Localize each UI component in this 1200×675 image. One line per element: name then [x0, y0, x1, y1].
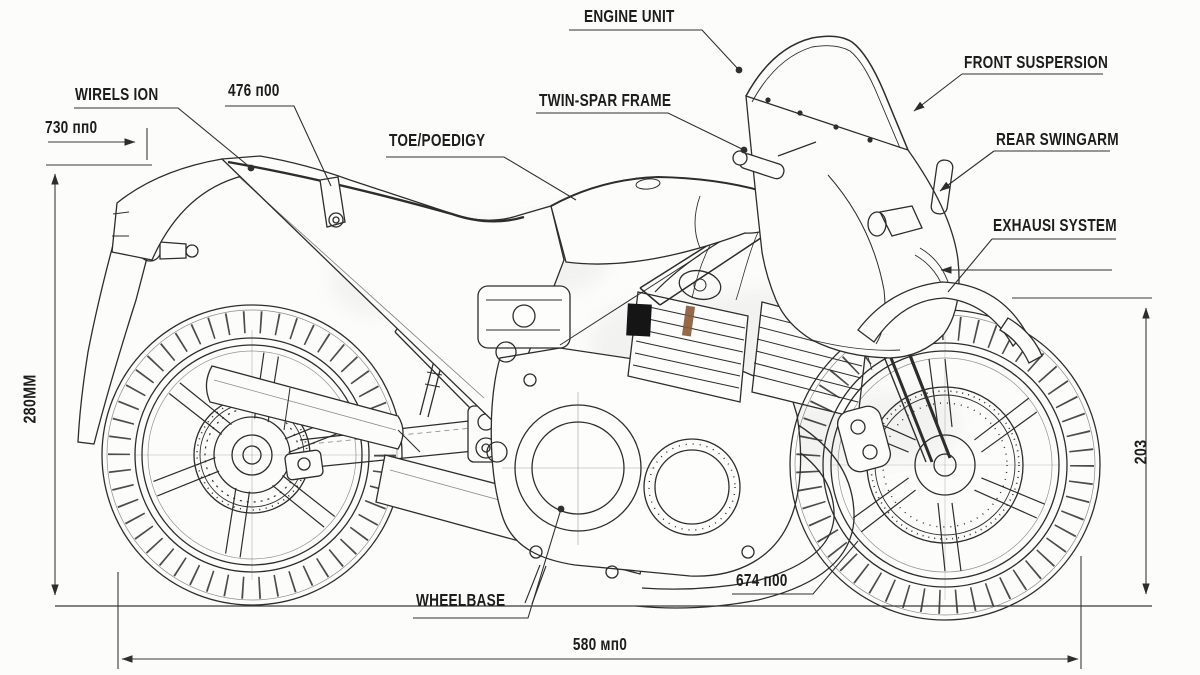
label-dim-730: 730 пп0	[45, 117, 98, 137]
label-exhaust-system: EXHAUSI SYSTEM	[993, 215, 1117, 235]
dimension-lines	[46, 128, 1152, 669]
engine	[477, 189, 869, 579]
front-fender	[836, 281, 1043, 473]
label-wheels: WIRELS ION	[75, 84, 159, 104]
rear-bodywork	[77, 155, 565, 445]
label-rear-swingarm: REAR SWINGARM	[996, 129, 1119, 149]
label-dim-674: 674 п00	[736, 570, 788, 590]
label-twin-spar-frame: TWIN-SPAR FRAME	[539, 90, 672, 110]
leader-lines	[74, 29, 1116, 619]
label-toe-poedigy: TOE/POEDIGY	[389, 130, 486, 150]
label-dim-280: 280MM	[19, 374, 40, 424]
label-engine-unit: ENGINE UNIT	[584, 6, 675, 26]
rear-wheel	[101, 304, 403, 606]
label-front-suspension: FRONT SUSPERSION	[964, 52, 1109, 72]
label-dim-580: 580 мп0	[572, 634, 628, 654]
label-wheelbase: WHEELBASE	[416, 590, 506, 610]
label-dim-203: 203	[1130, 439, 1151, 465]
label-dim-476: 476 п00	[228, 80, 280, 100]
